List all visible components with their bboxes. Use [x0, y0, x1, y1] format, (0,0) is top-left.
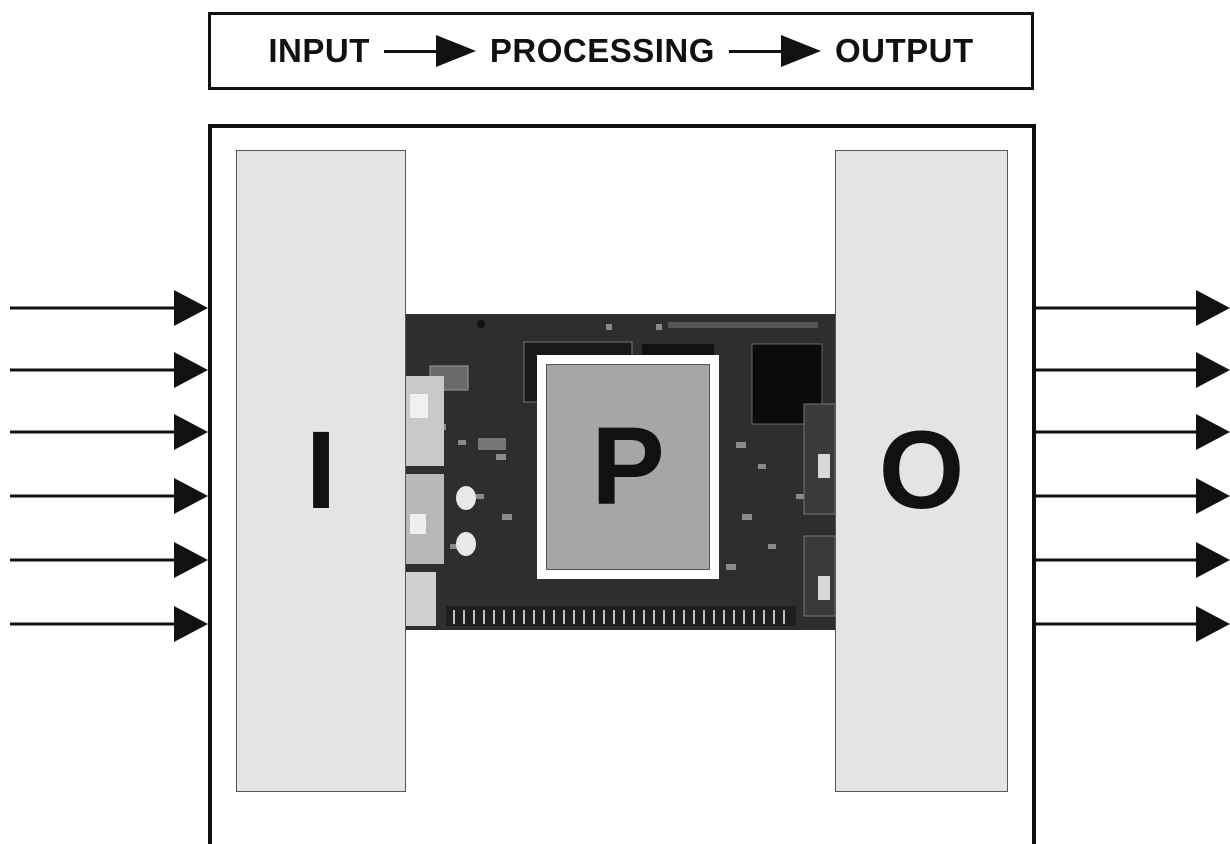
input-arrow-icon: [10, 352, 208, 388]
signal-arrows: [0, 0, 1230, 819]
output-arrow-icon: [1036, 352, 1230, 388]
output-arrow-icon: [1036, 414, 1230, 450]
input-arrow-icon: [10, 606, 208, 642]
output-arrow-icon: [1036, 606, 1230, 642]
output-arrow-icon: [1036, 478, 1230, 514]
input-arrow-icon: [10, 478, 208, 514]
input-arrow-icon: [10, 290, 208, 326]
output-arrow-icon: [1036, 290, 1230, 326]
output-arrow-icon: [1036, 542, 1230, 578]
input-arrow-icon: [10, 414, 208, 450]
input-arrow-icon: [10, 542, 208, 578]
